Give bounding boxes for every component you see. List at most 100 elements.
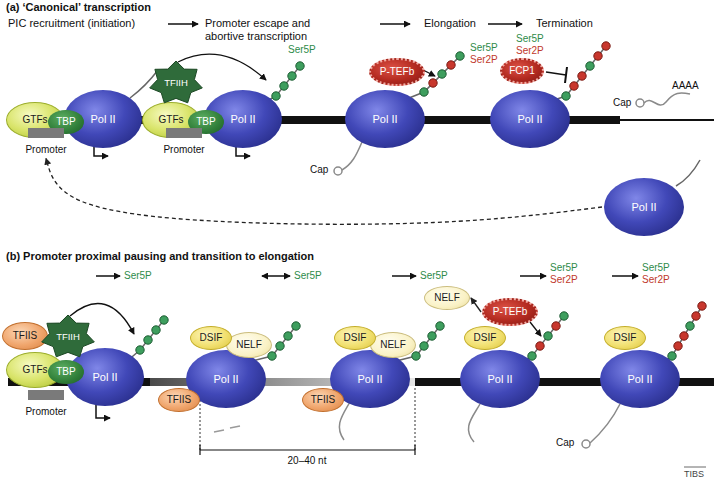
stage-label: Promoter escape and abortive transcripti…: [205, 17, 330, 43]
promoter-element: [28, 128, 64, 138]
node-label: TFIIH: [56, 332, 80, 343]
star-shape: [150, 61, 203, 103]
ser2p-bead: [674, 342, 682, 350]
node-label: DSIF: [474, 332, 497, 344]
promoter-box: Promoter: [21, 390, 70, 418]
polymerase-ellipse: Pol II: [604, 178, 684, 236]
ser2p-bead: [578, 72, 586, 80]
phospho-label: Ser5P: [124, 270, 152, 282]
factor-star: TFIIH: [40, 314, 96, 360]
node-label: Pol II: [213, 373, 238, 386]
ser5p-bead: [152, 326, 160, 334]
ser5p-bead: [160, 316, 168, 324]
factor-ellipse: DSIF: [604, 326, 646, 350]
node-label: TBP: [56, 116, 75, 128]
ser5p-bead: [144, 336, 152, 344]
cap-label: Cap: [556, 437, 574, 449]
ser5p-bead: [268, 352, 276, 360]
node-label: NELF: [380, 339, 406, 351]
cap-label: Cap: [613, 97, 631, 109]
promoter-element: [166, 128, 202, 138]
inhibition-line: [546, 72, 566, 75]
node-label: Pol II: [230, 113, 255, 126]
node-label: DSIF: [200, 332, 223, 344]
node-label: TBP: [196, 116, 215, 128]
ser2p-bead: [536, 342, 544, 350]
node-label: Promoter: [163, 144, 204, 156]
length-label: 20–40 nt: [288, 455, 327, 467]
promoter-box: Promoter: [159, 128, 208, 156]
ser5p-bead: [456, 52, 464, 60]
inhibition-bar: [565, 67, 567, 83]
connector: [46, 159, 602, 225]
cap-label: Cap: [310, 164, 328, 176]
ser2p-bead: [447, 61, 455, 69]
ser5p-bead: [280, 82, 288, 90]
ser5p-bead: [560, 312, 568, 320]
node-label: Pol II: [90, 113, 115, 126]
node-label: NELF: [236, 339, 262, 351]
ser2p-bead: [680, 332, 688, 340]
node-label: GTFs: [23, 114, 48, 126]
star-shape: [42, 315, 95, 357]
node-label: DSIF: [614, 332, 637, 344]
node-label: Pol II: [631, 201, 656, 214]
stage-arrow: [262, 275, 290, 277]
watermark-rule: [684, 467, 706, 468]
node-label: Pol II: [627, 373, 652, 386]
factor-ellipse: DSIF: [334, 326, 376, 350]
node-label: TFIIS: [167, 394, 191, 406]
panel-heading: (b) Promoter proximal pausing and transi…: [6, 250, 314, 262]
promoter-box: Promoter: [21, 128, 70, 156]
node-label: Promoter: [25, 144, 66, 156]
kinase-ellipse: P-TEFb: [482, 298, 538, 326]
phospho-label: Ser5P: [470, 42, 498, 54]
ser5p-bead: [586, 62, 594, 70]
connector: [471, 298, 481, 312]
ser5p-bead: [686, 322, 694, 330]
factor-ellipse: TFIIS: [158, 388, 200, 412]
ser5p-bead: [562, 92, 570, 100]
stage-arrow: [96, 275, 120, 277]
node-label: TFIIH: [164, 78, 188, 89]
ser5p-bead: [276, 342, 284, 350]
node-label: P-TEFb: [380, 66, 414, 78]
stage-label: Elongation: [424, 17, 476, 29]
factor-star: TFIIH: [148, 60, 204, 106]
stage-arrow: [380, 23, 410, 25]
ser2p-bead: [570, 82, 578, 90]
ser5p-bead: [288, 72, 296, 80]
rna-cap: [582, 440, 590, 448]
rna-strand: [590, 404, 620, 443]
node-label: TFIIS: [13, 330, 37, 342]
node-label: P-TEFb: [493, 306, 527, 318]
stage-arrow: [392, 275, 416, 277]
node-label: Pol II: [372, 113, 397, 126]
ser5p-bead: [428, 332, 436, 340]
phospho-label: Ser5P: [294, 270, 322, 282]
node-label: Pol II: [487, 373, 512, 386]
phospho-label: Ser5P: [516, 33, 544, 45]
ser5p-bead: [412, 352, 420, 360]
ctd-tail: [676, 160, 700, 186]
node-label: Pol II: [92, 371, 117, 384]
node-label: NELF: [434, 292, 460, 304]
polymerase-ellipse: Pol II: [600, 350, 680, 408]
promoter-element: [28, 390, 64, 400]
stage-label: PIC recruitment (initiation): [8, 17, 135, 29]
ser5p-bead: [292, 322, 300, 330]
node-label: Pol II: [517, 113, 542, 126]
rna-cap: [334, 167, 342, 175]
factor-ellipse: NELF: [370, 332, 416, 358]
kinase-ellipse: P-TEFb: [369, 58, 425, 86]
phospho-label: Ser2P: [642, 274, 670, 286]
ser2p-bead: [602, 42, 610, 50]
factor-ellipse: NELF: [424, 286, 470, 310]
node-label: GTFs: [159, 114, 184, 126]
factor-ellipse: TFIIS: [302, 388, 344, 412]
rna-strand: [342, 142, 362, 170]
polymerase-ellipse: Pol II: [460, 350, 540, 408]
phospho-label: Ser5P: [288, 44, 316, 56]
